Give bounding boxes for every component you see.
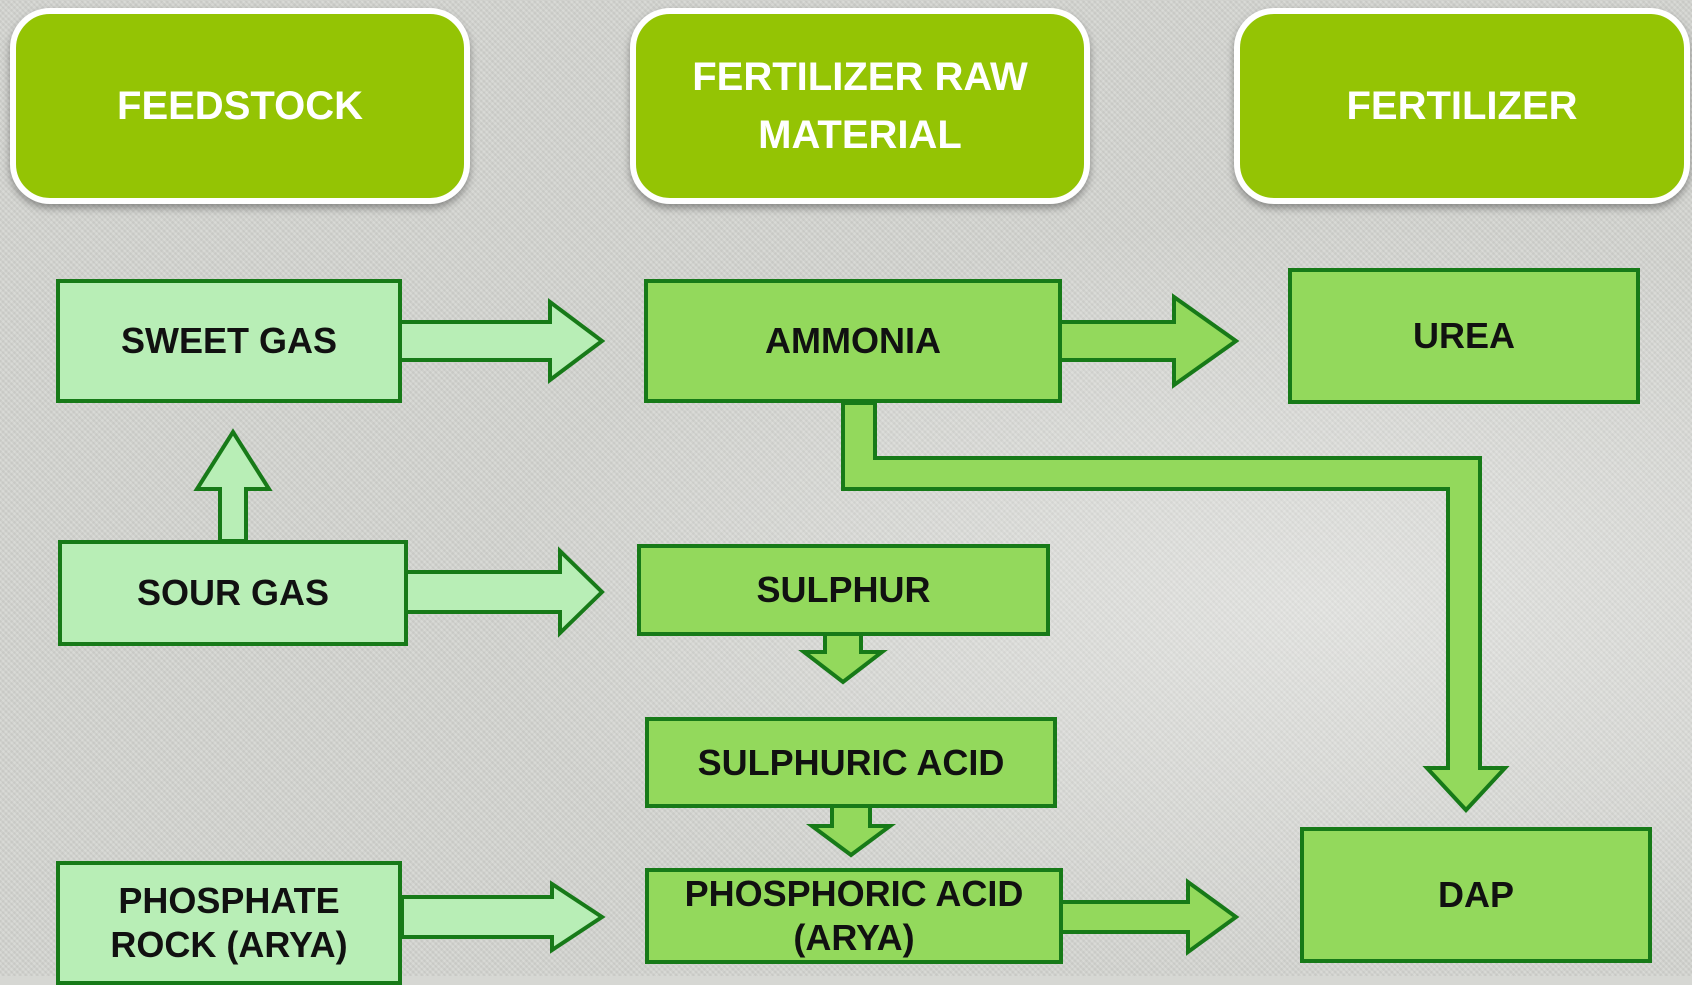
node-ammonia: AMMONIA — [644, 279, 1062, 403]
arrow-sour-gas-to-sweet-gas — [193, 428, 273, 543]
node-sulphuric-acid-label: SULPHURIC ACID — [697, 741, 1005, 783]
header-fertilizer: FERTILIZER — [1234, 8, 1690, 204]
node-urea: UREA — [1288, 268, 1640, 404]
header-fertilizer-label: FERTILIZER — [1346, 84, 1578, 128]
arrow-phosphoric-acid-to-dap — [1058, 878, 1240, 956]
header-feedstock: FEEDSTOCK — [10, 8, 470, 204]
node-phosphate-rock-label: PHOSPHATE ROCK (ARYA) — [110, 880, 348, 965]
header-raw-material-label: FERTILIZER RAW MATERIAL — [692, 55, 1028, 157]
node-urea-label: UREA — [1412, 315, 1515, 356]
arrow-sweet-gas-to-ammonia — [398, 298, 606, 384]
node-sulphuric-acid: SULPHURIC ACID — [645, 717, 1057, 808]
node-sulphur: SULPHUR — [637, 544, 1050, 636]
arrow-phosphate-rock-to-phosphoric-acid — [400, 880, 606, 954]
node-sour-gas-label: SOUR GAS — [136, 572, 330, 613]
node-sweet-gas-label: SWEET GAS — [120, 320, 338, 361]
node-phosphoric-acid-label: PHOSPHORIC ACID (ARYA) — [684, 873, 1024, 958]
arrow-sulphur-to-sulphuric-acid — [798, 632, 888, 685]
arrow-ammonia-to-dap — [841, 401, 1510, 813]
node-phosphate-rock: PHOSPHATE ROCK (ARYA) — [56, 861, 402, 985]
arrow-ammonia-to-urea — [1058, 293, 1240, 389]
arrow-sulphuric-acid-to-phosphoric-acid — [805, 804, 897, 858]
node-phosphoric-acid: PHOSPHORIC ACID (ARYA) — [645, 868, 1063, 964]
header-fertilizer-raw-material: FERTILIZER RAW MATERIAL — [630, 8, 1090, 204]
node-dap: DAP — [1300, 827, 1652, 963]
node-ammonia-label: AMMONIA — [765, 320, 941, 361]
node-sulphur-label: SULPHUR — [756, 569, 931, 610]
node-sweet-gas: SWEET GAS — [56, 279, 402, 403]
node-sour-gas: SOUR GAS — [58, 540, 408, 646]
node-dap-label: DAP — [1437, 874, 1514, 915]
arrow-sour-gas-to-sulphur — [404, 546, 605, 638]
header-feedstock-label: FEEDSTOCK — [117, 84, 363, 128]
